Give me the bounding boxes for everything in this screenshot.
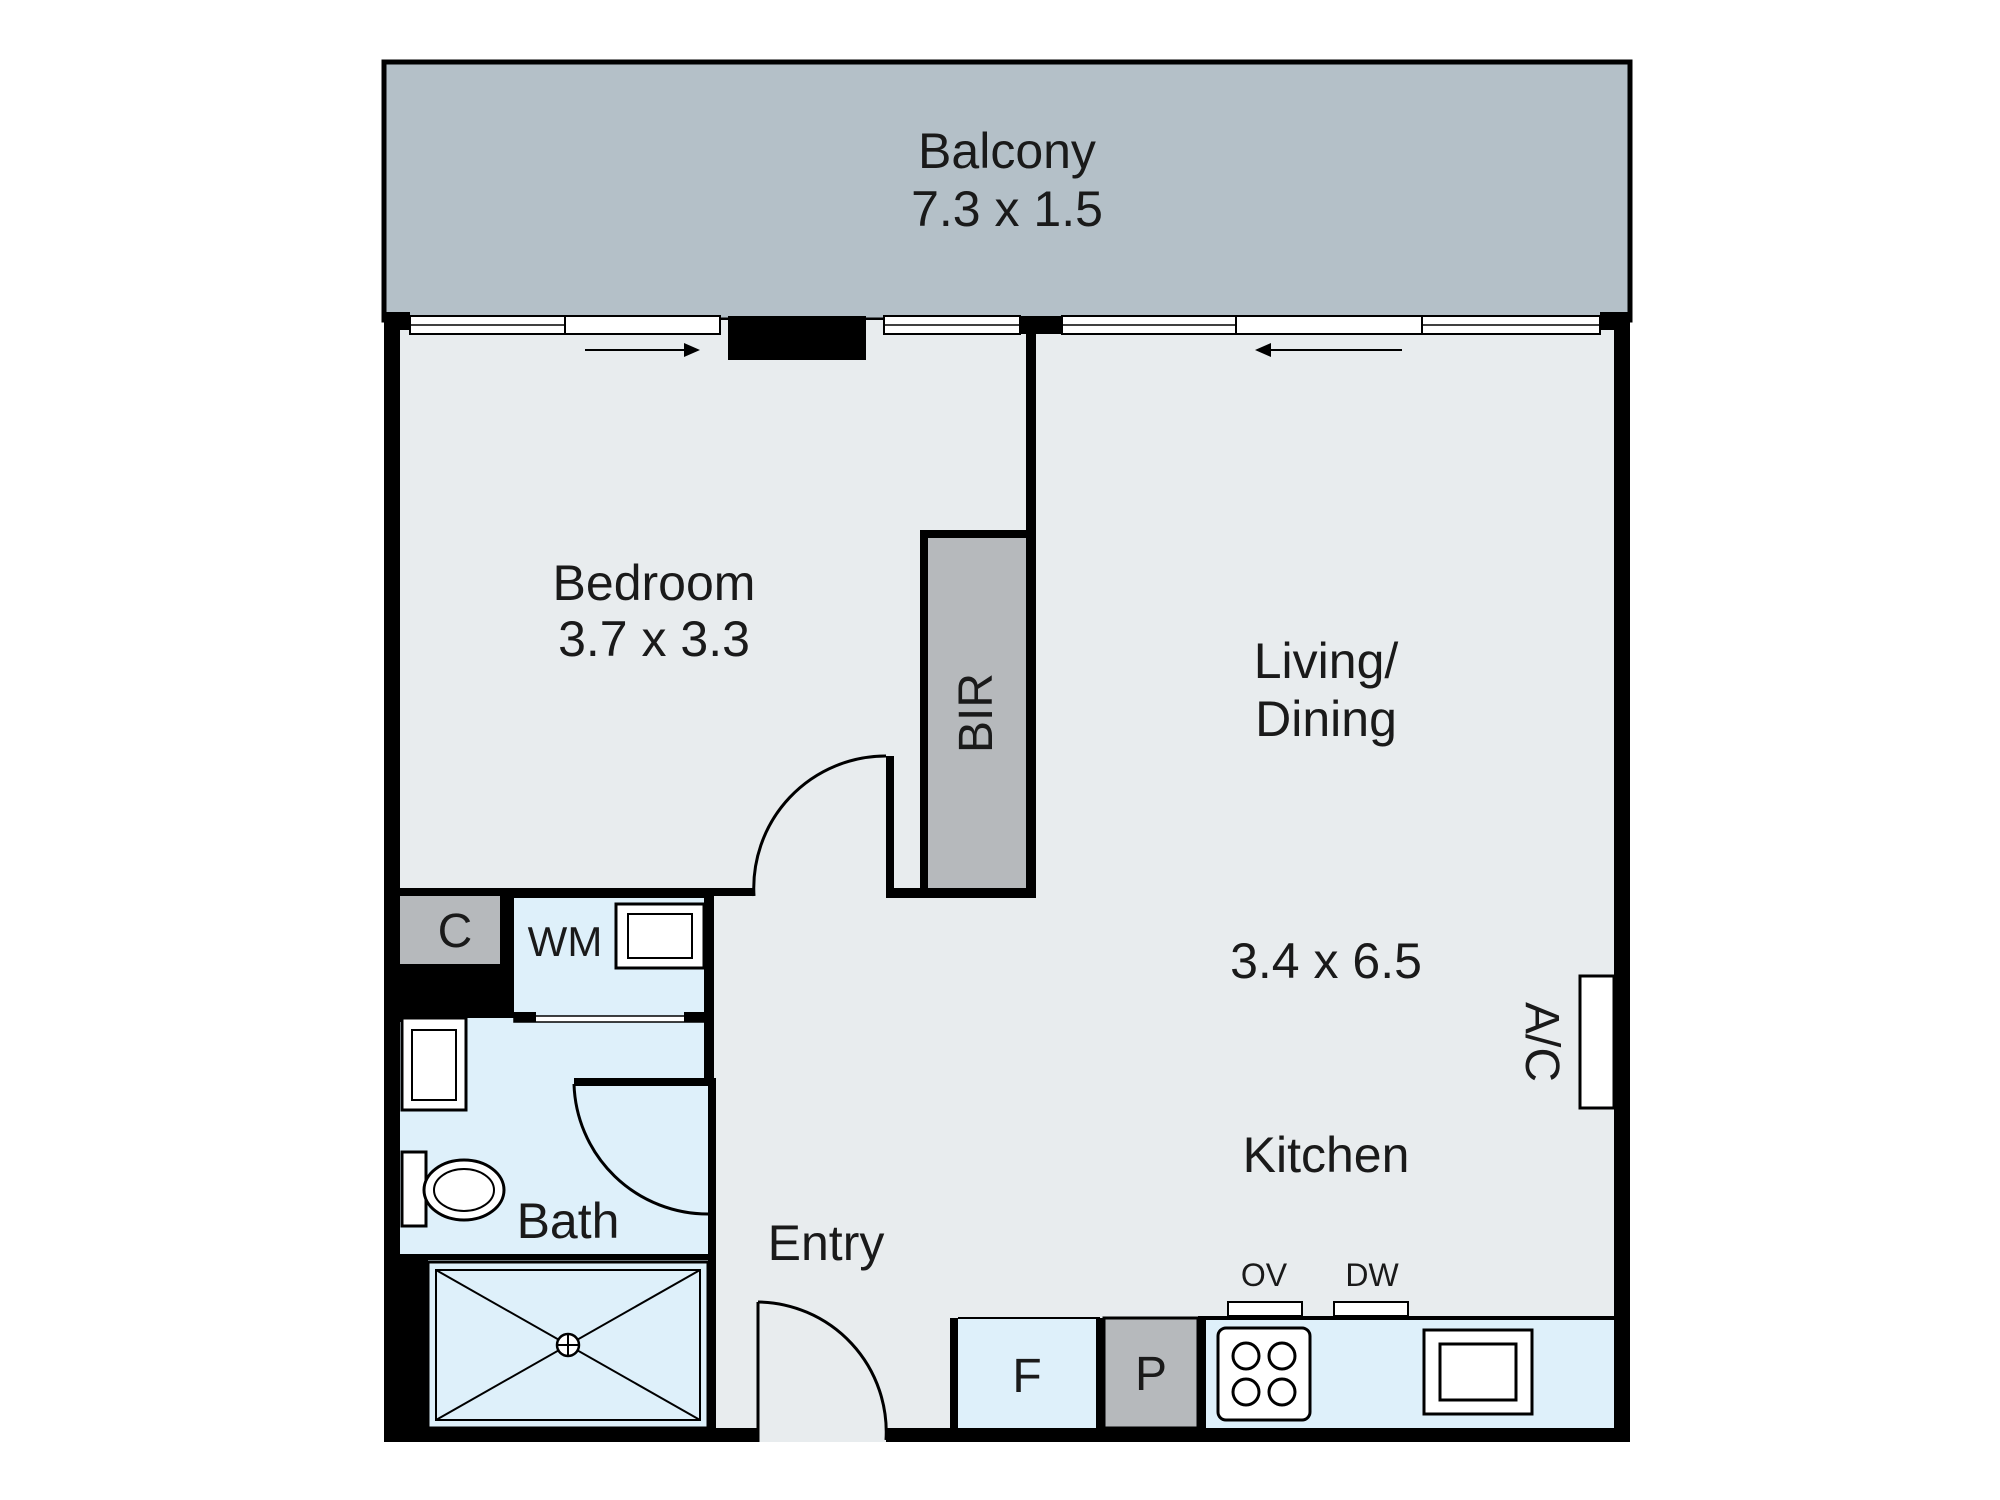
entry-door-swing — [757, 1300, 888, 1441]
cooktop-burner-icon — [1267, 1341, 1297, 1371]
bedroom-size: 3.7 x 3.3 — [558, 611, 750, 667]
entry-door-opening — [758, 1428, 886, 1442]
wall-bedroom-living-top — [1020, 316, 1062, 334]
living-name-line1: Living/ — [1254, 633, 1399, 689]
toilet-cistern — [400, 1150, 428, 1228]
sliding-door-living — [1061, 315, 1601, 357]
laundry-door — [513, 1012, 705, 1023]
cooktop — [1216, 1326, 1312, 1422]
entry-name: Entry — [768, 1215, 885, 1271]
dishwasher-marker — [1333, 1301, 1409, 1317]
dishwasher-label: DW — [1345, 1257, 1399, 1293]
oven-marker — [1227, 1301, 1303, 1317]
cupboard-label: C — [438, 905, 473, 958]
aircon-label: A/C — [1515, 1002, 1568, 1082]
washing-machine-label: WM — [528, 918, 603, 965]
pantry-label: P — [1135, 1348, 1167, 1401]
kitchen-name: Kitchen — [1243, 1127, 1410, 1183]
balcony-name: Balcony — [918, 123, 1096, 179]
cooktop-burner-icon — [1231, 1377, 1261, 1407]
outer-walls — [384, 312, 1630, 1442]
built-in-robe — [928, 538, 1026, 888]
kitchen-sink-bowl — [1438, 1342, 1518, 1402]
window-bedroom — [883, 315, 1021, 335]
fridge-space — [950, 1317, 1104, 1428]
bath-walls — [400, 1018, 716, 1438]
cupboard — [400, 896, 500, 964]
kitchen-bench — [1198, 1316, 1614, 1428]
shower — [426, 1260, 710, 1430]
bir-label: BIR — [950, 673, 1003, 753]
cooktop-burner-icon — [1231, 1341, 1261, 1371]
living-name-line2: Dining — [1255, 691, 1397, 747]
sliding-door-bedroom — [409, 315, 721, 357]
cooktop-burner-icon — [1267, 1377, 1297, 1407]
balcony-size: 7.3 x 1.5 — [911, 181, 1103, 237]
bedroom-name: Bedroom — [553, 555, 756, 611]
bath-label: Bath — [517, 1193, 620, 1249]
oven-label: OV — [1241, 1257, 1288, 1293]
living-size: 3.4 x 6.5 — [1230, 933, 1422, 989]
wall-between-doors — [728, 316, 866, 360]
pantry — [1102, 1316, 1200, 1430]
fridge-label: F — [1012, 1350, 1041, 1403]
balcony-area — [381, 59, 1633, 323]
aircon-unit — [1578, 974, 1616, 1110]
toilet-seat — [433, 1168, 495, 1212]
washing-machine-inner — [627, 913, 693, 959]
laundry-walls — [400, 888, 714, 1078]
bedroom-door-swing — [752, 754, 887, 897]
bath-door-swing — [572, 1083, 709, 1216]
vanity-basin — [411, 1029, 457, 1101]
